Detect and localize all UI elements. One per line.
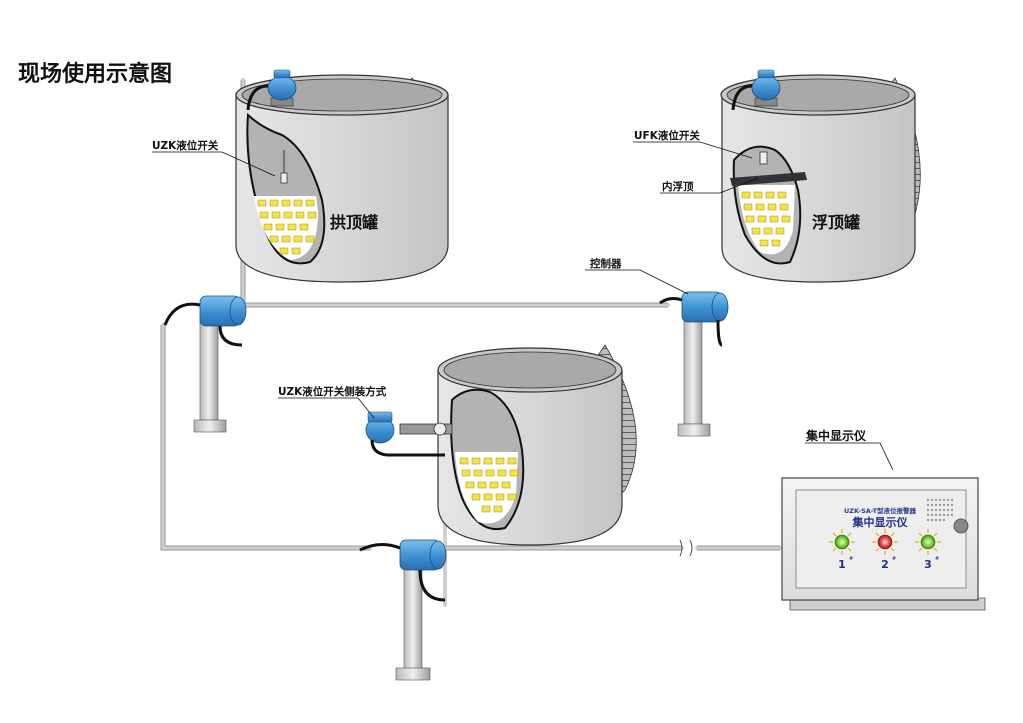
lamp-3-number: 3 <box>924 558 932 571</box>
leader-lines <box>152 141 894 471</box>
tank-name-dome-roof: 拱顶罐 <box>330 213 378 232</box>
lamp-3: 3 # <box>915 529 941 571</box>
label-ufk-switch: UFK液位开关 <box>634 129 700 142</box>
uzk-switch-top <box>246 69 297 111</box>
lamp-1-suffix: # <box>849 556 853 562</box>
label-controller: 控制器 <box>590 257 622 270</box>
uzk-switch-side <box>365 411 453 457</box>
controller-bottom <box>359 539 447 681</box>
label-central-display: 集中显示仪 <box>805 428 867 443</box>
panel-knob <box>953 518 969 534</box>
floating-roof-tank <box>720 69 921 283</box>
controller-right <box>659 291 729 437</box>
lamp-2-suffix: # <box>892 556 896 562</box>
ufk-switch-top <box>731 69 781 111</box>
lamp-3-suffix: # <box>935 556 939 562</box>
side-mount-tank <box>365 344 637 546</box>
lamp-1: 1 # <box>829 529 855 571</box>
label-uzk-switch: UZK液位开关 <box>152 139 219 152</box>
lamp-2-number: 2 <box>881 558 889 571</box>
lamp-1-number: 1 <box>838 558 846 571</box>
label-side-mount: UZK液位开关侧装方式 <box>278 385 387 398</box>
central-display-panel: UZK-SA-T型液位报警器 集中显示仪 1 # <box>781 477 986 611</box>
panel-model-text: UZK-SA-T型液位报警器 <box>844 506 917 515</box>
controller-left <box>163 295 247 433</box>
lamp-2: 2 # <box>872 529 898 571</box>
page-title: 现场使用示意图 <box>18 62 173 87</box>
label-inner-floating-roof: 内浮顶 <box>662 180 694 193</box>
dome-roof-tank <box>235 69 449 283</box>
tank-name-floating-roof: 浮顶罐 <box>812 213 860 232</box>
panel-title-text: 集中显示仪 <box>852 515 909 529</box>
